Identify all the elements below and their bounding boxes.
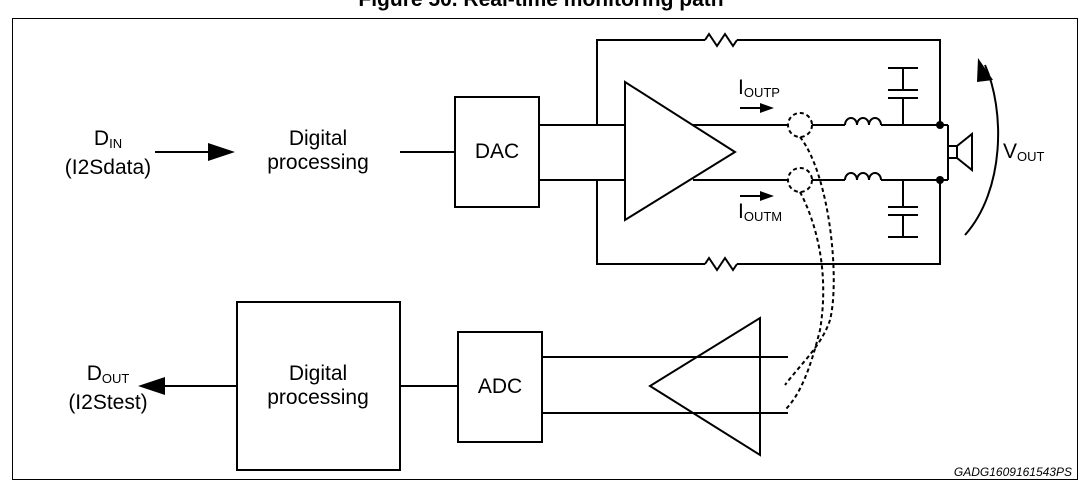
vout-label: VOUT: [1003, 140, 1045, 164]
monitor-amp-triangle: [648, 316, 761, 457]
power-amp-triangle: [624, 80, 737, 222]
dac-box: [454, 96, 540, 208]
vout-arrow: [964, 64, 1000, 236]
din-label: DIN (I2Sdata): [64, 127, 152, 179]
speaker-icon: [947, 145, 958, 159]
resistor-top: [704, 32, 738, 48]
dout-label: DOUT (I2Stest): [68, 362, 148, 414]
digital-processing-top-label: Digital processing: [267, 127, 369, 174]
feedback-bottom: [596, 180, 705, 265]
ioutp-label: IOUTP: [738, 76, 780, 100]
feedback-top: [596, 39, 705, 125]
figure-frame: [12, 18, 1078, 480]
figure-title: Figure 50. Real-time monitoring path: [0, 0, 1082, 12]
digital-processing-bottom-label: Digital processing: [267, 362, 369, 409]
inductor-p: [844, 117, 882, 126]
inductor-m: [844, 172, 882, 181]
figure-reference: GADG1609161543PS: [953, 465, 1072, 479]
adc-label: ADC: [477, 375, 523, 398]
ioutm-label: IOUTM: [738, 200, 783, 224]
sense-point-m: [787, 167, 813, 193]
resistor-bottom: [704, 256, 738, 272]
sense-point-p: [787, 112, 813, 138]
sense-line-p: [784, 136, 835, 386]
sense-line-m: [784, 191, 825, 411]
dac-label: DAC: [474, 140, 520, 163]
